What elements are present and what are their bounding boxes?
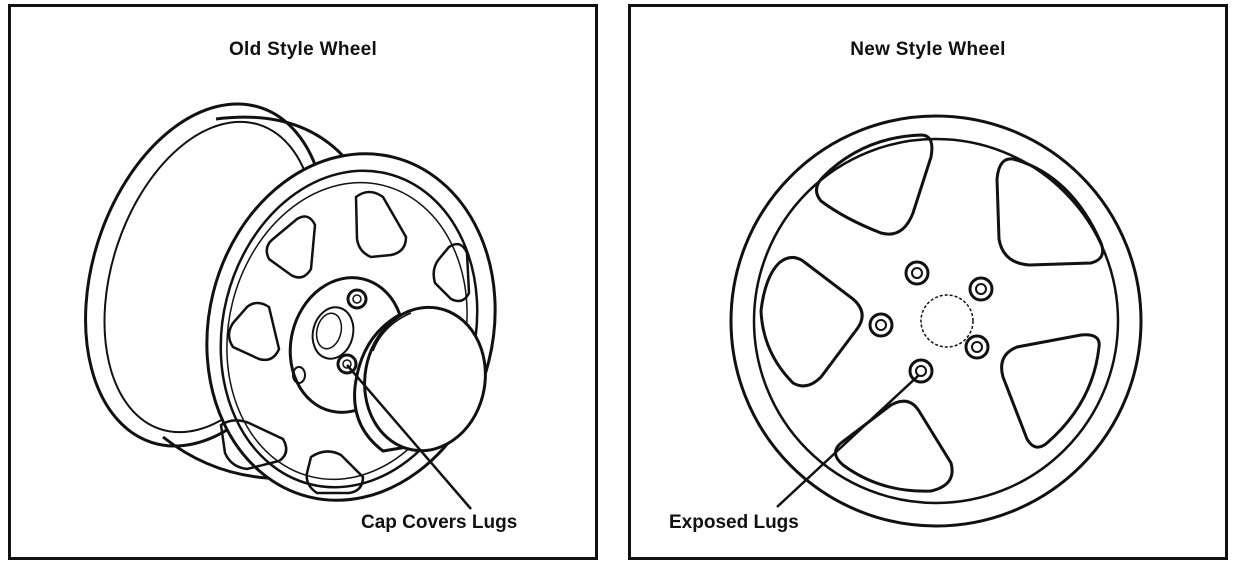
lug-nut [336, 353, 358, 375]
new-style-wheel-illustration [729, 114, 1143, 528]
wheel-hub-bore [311, 306, 355, 360]
cap-covers-lugs-label: Cap Covers Lugs [361, 512, 518, 533]
spoke-window [759, 256, 864, 388]
lug-nut [346, 288, 368, 310]
lug-nut [915, 365, 927, 377]
lug-nut [971, 341, 983, 353]
spoke-window [265, 215, 317, 279]
spoke-window [219, 419, 288, 471]
old-style-wheel-panel: Old Style Wheel [8, 4, 598, 560]
wheel-hub-bore-inner [315, 312, 343, 350]
spoke-window [227, 301, 281, 362]
lug-nut [352, 294, 362, 304]
old-style-wheel-illustration [84, 102, 497, 510]
old-style-wheel-title: Old Style Wheel [228, 39, 378, 60]
exposed-lugs-callout-leader [776, 374, 920, 508]
center-cap [363, 305, 487, 453]
spoke-window [354, 190, 408, 259]
new-style-wheel-panel: New Style Wheel [628, 4, 1228, 560]
spoke-window [995, 157, 1105, 267]
center-bore [920, 294, 974, 348]
lug-nut [968, 276, 994, 302]
exposed-lugs-label: Exposed Lugs [669, 512, 799, 533]
wheel-outer-rim [729, 114, 1143, 528]
wheel-inner-rim [752, 137, 1120, 505]
lug-nut [908, 358, 934, 384]
spoke-window [834, 399, 954, 493]
spoke-window [432, 242, 471, 303]
lug-nut [868, 312, 894, 338]
lug-nut [964, 334, 990, 360]
new-style-wheel-title: New Style Wheel [850, 39, 1006, 60]
spoke-window [305, 450, 365, 495]
lug-nut [911, 267, 923, 279]
lug-nut [975, 283, 987, 295]
spoke-window [1000, 333, 1101, 449]
lug-nut [875, 319, 887, 331]
cap-callout-leader [346, 364, 472, 510]
lug-nut [904, 260, 930, 286]
spoke-window [815, 133, 934, 236]
lug-nut [292, 366, 306, 384]
lug-nut [342, 359, 352, 369]
center-cap-rim [372, 312, 412, 352]
